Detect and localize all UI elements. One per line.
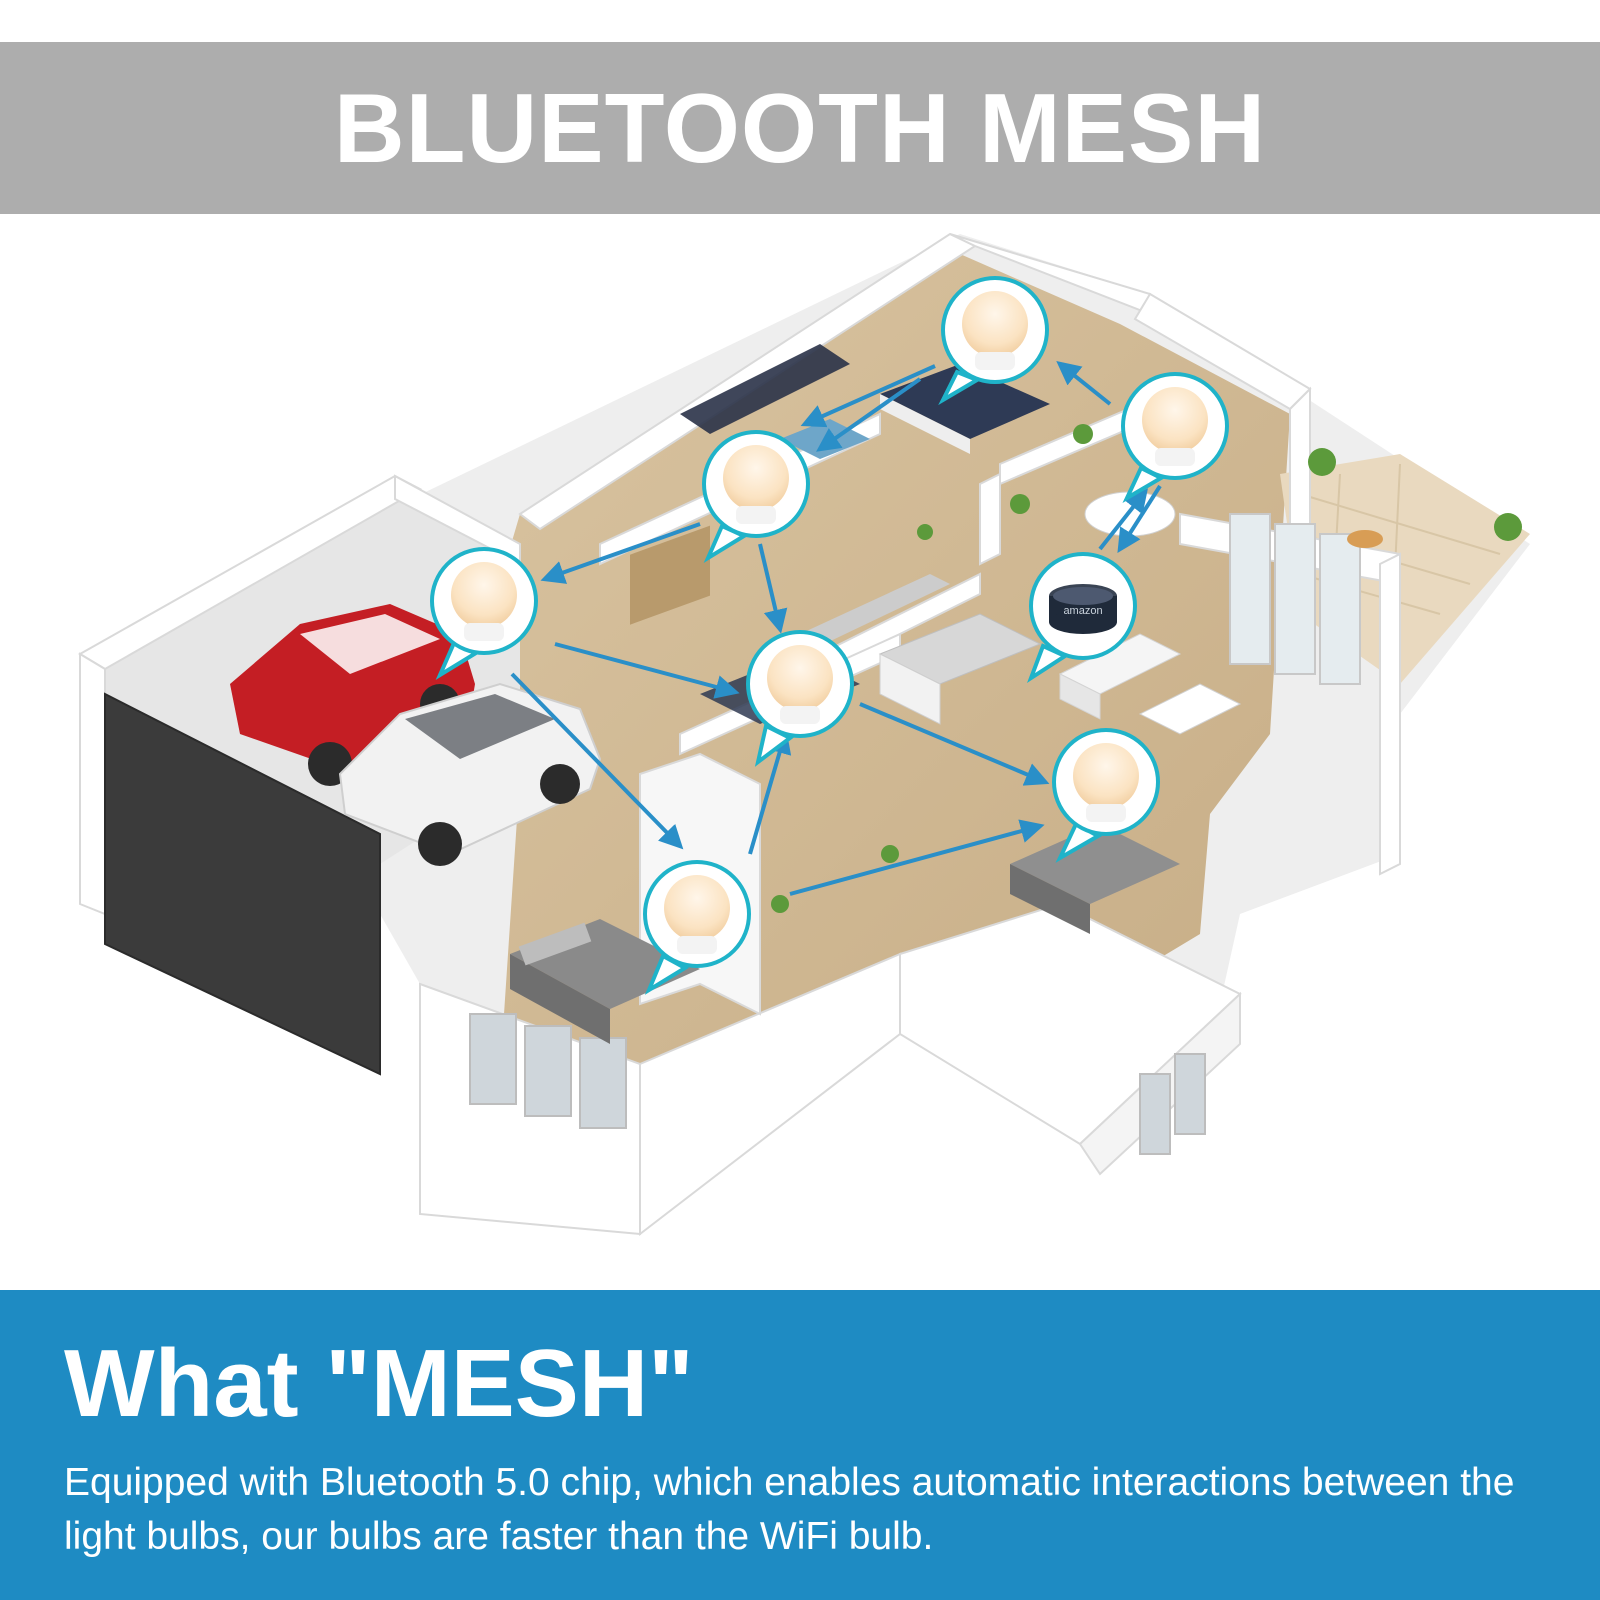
bulb-node-5 [746, 630, 854, 767]
sliding-doors [1229, 513, 1361, 685]
smart-speaker-icon: amazon [1049, 584, 1117, 634]
bulb-node-7 [643, 860, 751, 995]
smart-speaker-node: amazon [1027, 552, 1137, 683]
mesh-heading: What "MESH" [64, 1330, 694, 1437]
mesh-arrow-icon [510, 361, 1162, 896]
light-bulb-icon [723, 445, 789, 524]
car-icon [230, 604, 602, 866]
furniture [630, 344, 1383, 735]
header-banner: BLUETOOTH MESH [0, 42, 1600, 214]
light-bulb-icon [962, 291, 1028, 370]
mesh-description: Equipped with Bluetooth 5.0 chip, which … [64, 1461, 1515, 1558]
floor-plan-illustration: amazon [0, 214, 1600, 1290]
light-bulb-icon [1142, 387, 1208, 466]
page-title: BLUETOOTH MESH [333, 72, 1267, 183]
bulb-node-6 [1052, 728, 1160, 863]
light-bulb-icon [1073, 743, 1139, 822]
front-windows [469, 1013, 1206, 1155]
speaker-brand-label: amazon [1063, 605, 1102, 617]
light-bulb-icon [767, 645, 833, 724]
bulb-node-4 [430, 547, 538, 681]
light-bulb-icon [451, 562, 517, 641]
light-bulb-icon [664, 875, 730, 954]
plant-icon [771, 424, 1522, 913]
bulb-node-1 [938, 276, 1049, 406]
footer-banner: What "MESH" Equipped with Bluetooth 5.0 … [0, 1290, 1600, 1600]
bulb-node-2 [1121, 372, 1229, 503]
bulb-node-3 [702, 430, 810, 564]
